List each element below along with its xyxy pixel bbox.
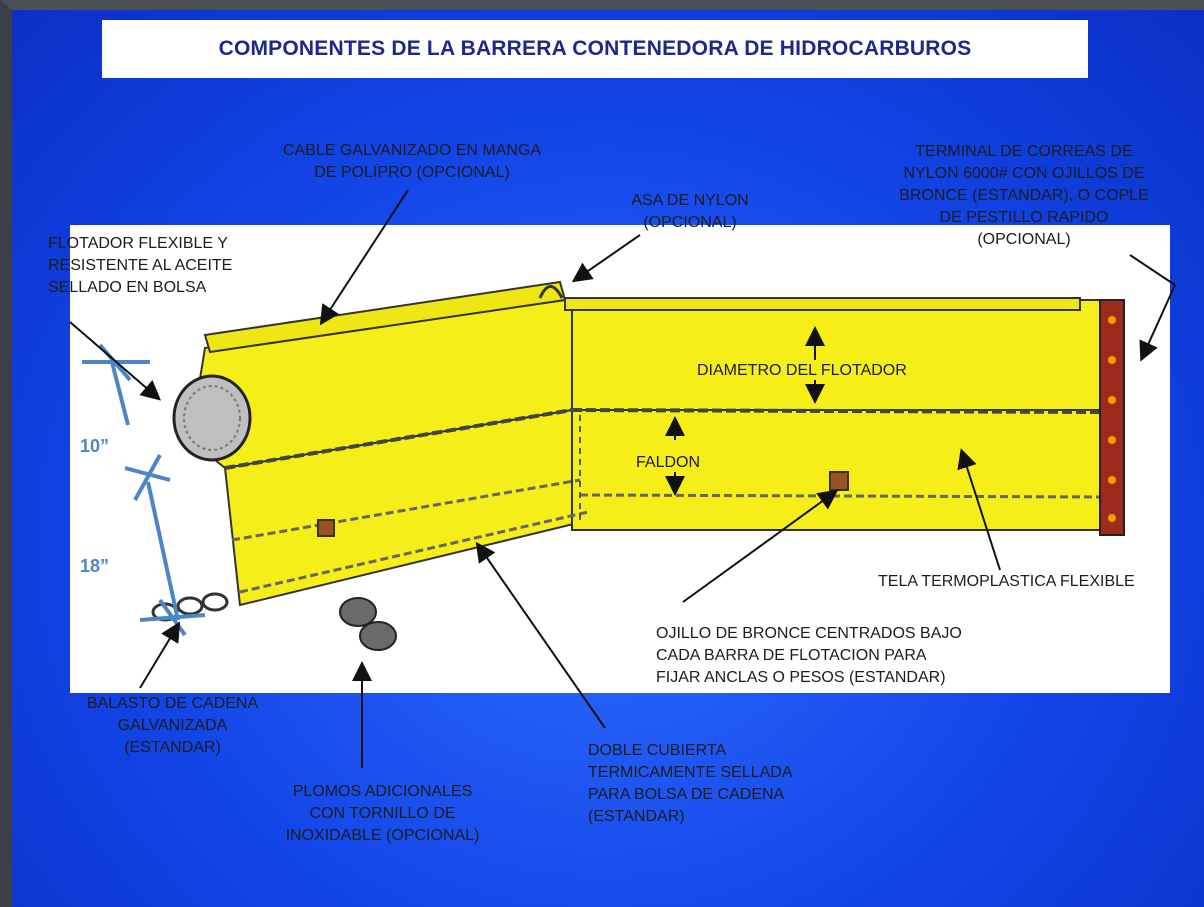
label-float: FLOTADOR FLEXIBLE Y RESISTENTE AL ACEITE… xyxy=(48,235,233,296)
bronze-grommet-icon xyxy=(829,471,849,491)
right-float-section xyxy=(571,299,1103,411)
top-cable-sleeve-right xyxy=(564,297,1081,311)
leader-arrows xyxy=(69,189,1176,768)
seam-line xyxy=(231,478,581,542)
dimension-float-height: 10” xyxy=(80,436,110,456)
label-nylon-handle: ASA DE NYLON (OPCIONAL) xyxy=(631,192,749,231)
grommet-icons xyxy=(1108,316,1116,522)
label-skirt: FALDON xyxy=(636,454,701,471)
right-skirt-section xyxy=(571,409,1103,531)
label-end-terminal: TERMINAL DE CORREAS DE NYLON 6000# CON O… xyxy=(899,143,1149,248)
containment-boom xyxy=(151,280,1125,651)
title-banner: COMPONENTES DE LA BARRERA CONTENEDORA DE… xyxy=(102,20,1088,78)
lead-weights-icon xyxy=(339,597,397,651)
dimension-skirt-depth: 18” xyxy=(80,556,110,576)
end-terminal-icon xyxy=(1099,299,1125,536)
label-galvanized-cable: CABLE GALVANIZADO EN MANGA DE POLIPRO (O… xyxy=(282,142,542,181)
float-end-icon xyxy=(172,374,252,462)
seam-line xyxy=(571,408,1103,414)
label-float-diameter: DIAMETRO DEL FLOTADOR xyxy=(697,362,907,379)
seam-line xyxy=(224,408,573,470)
label-chain-ballast: BALASTO DE CADENA GALVANIZADA (ESTANDAR) xyxy=(86,695,259,756)
label-additional-weights: PLOMOS ADICIONALES CON TORNILLO DE INOXI… xyxy=(285,783,480,844)
nylon-handle-icon xyxy=(538,285,564,299)
bronze-grommet-icon xyxy=(317,519,335,537)
float-texture xyxy=(183,385,241,451)
page-title: COMPONENTES DE LA BARRERA CONTENEDORA DE… xyxy=(218,37,972,60)
label-thermoplastic-fabric: TELA TERMOPLASTICA FLEXIBLE xyxy=(878,573,1135,590)
label-double-cover: DOBLE CUBIERTA TERMICAMENTE SELLADA PARA… xyxy=(588,742,793,825)
label-bronze-grommets: OJILLO DE BRONCE CENTRADOS BAJO CADA BAR… xyxy=(656,625,962,686)
